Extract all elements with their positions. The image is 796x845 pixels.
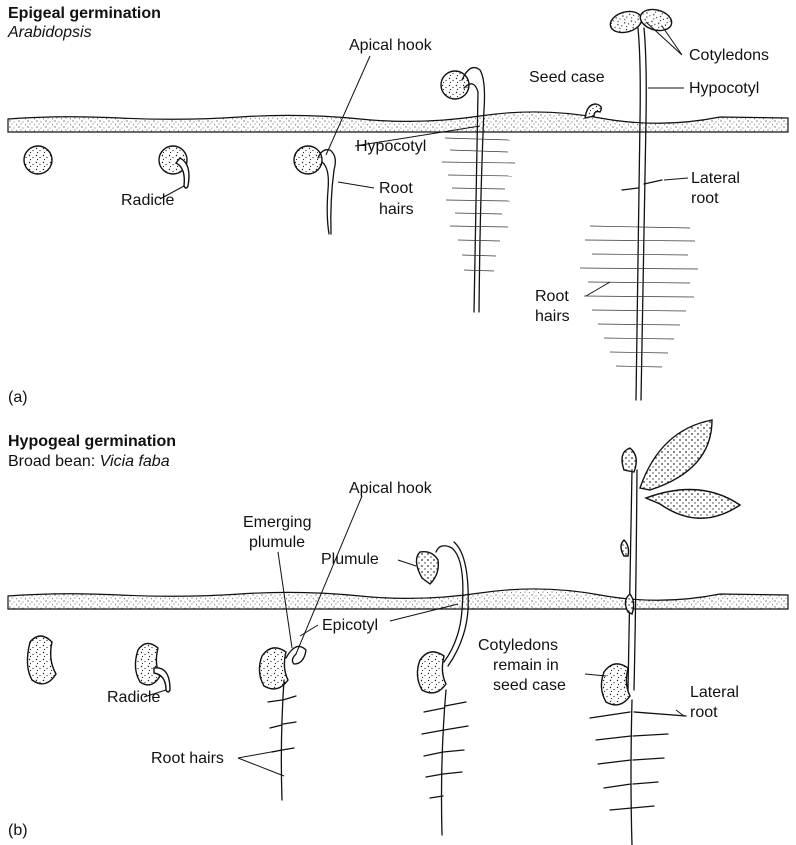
seedling-a5 bbox=[580, 6, 698, 400]
panel-b-letter: (b) bbox=[8, 822, 28, 839]
panel-b-title: Hypogeal germination bbox=[8, 433, 176, 450]
panel-b: Hypogeal germination Broad bean: Vicia f… bbox=[8, 420, 788, 845]
label-root-hairs-mid-1: Root bbox=[379, 180, 413, 197]
label-apical-hook-a: Apical hook bbox=[349, 37, 433, 54]
panel-b-subtitle: Broad bean: Vicia faba bbox=[8, 453, 170, 470]
label-root-hairs-right-1: Root bbox=[535, 288, 569, 305]
seedling-b4 bbox=[416, 542, 468, 835]
label-hypocotyl-mid: Hypocotyl bbox=[356, 138, 426, 155]
label-hypocotyl-right: Hypocotyl bbox=[689, 80, 759, 97]
soil-surface-a bbox=[8, 112, 788, 132]
label-root-hairs-b: Root hairs bbox=[151, 750, 224, 767]
leader-root-hairs-mid bbox=[338, 182, 374, 188]
panel-a-subtitle: Arabidopsis bbox=[7, 24, 92, 41]
label-epicotyl: Epicotyl bbox=[322, 617, 378, 634]
panel-b-subtitle-italic: Vicia faba bbox=[100, 453, 170, 470]
label-cotyledons-b-1: Cotyledons bbox=[478, 637, 558, 654]
label-cotyledons-b-2: remain in bbox=[493, 657, 559, 674]
label-radicle-b: Radicle bbox=[107, 689, 160, 706]
label-radicle-a: Radicle bbox=[121, 192, 174, 209]
leader-lateral-root bbox=[664, 178, 688, 180]
label-emerging-plumule-2: plumule bbox=[249, 534, 305, 551]
leader-root-hairs-right bbox=[586, 282, 610, 296]
leader-root-hairs-b bbox=[238, 750, 284, 776]
label-cotyledons-b-3: seed case bbox=[493, 677, 566, 694]
label-lateral-root-1: Lateral bbox=[691, 170, 740, 187]
label-root-hairs-right-2: hairs bbox=[535, 308, 570, 325]
label-plumule: Plumule bbox=[321, 551, 379, 568]
label-root-hairs-mid-2: hairs bbox=[379, 201, 414, 218]
seed-case-a bbox=[585, 104, 601, 118]
panel-b-subtitle-plain: Broad bean: bbox=[8, 453, 100, 470]
soil-surface-b bbox=[8, 589, 788, 609]
panel-a: Epigeal germination Arabidopsis bbox=[7, 5, 788, 406]
label-lateral-root-b-1: Lateral bbox=[690, 684, 739, 701]
seed-a1 bbox=[24, 146, 52, 174]
label-lateral-root-2: root bbox=[691, 190, 719, 207]
label-emerging-plumule-1: Emerging bbox=[243, 514, 311, 531]
label-lateral-root-b-2: root bbox=[690, 704, 718, 721]
label-seed-case: Seed case bbox=[529, 69, 605, 86]
panel-a-title: Epigeal germination bbox=[8, 5, 161, 22]
seedling-b2 bbox=[135, 643, 170, 692]
seedling-b3 bbox=[259, 646, 306, 800]
seedling-a2 bbox=[159, 146, 189, 188]
leader-plumule bbox=[398, 560, 416, 566]
seedling-b5 bbox=[590, 420, 740, 845]
label-cotyledons-a: Cotyledons bbox=[689, 47, 769, 64]
bean-b1 bbox=[27, 636, 56, 684]
label-apical-hook-b: Apical hook bbox=[349, 480, 433, 497]
seedling-a4 bbox=[441, 68, 515, 312]
panel-a-letter: (a) bbox=[8, 389, 28, 406]
seedling-a3 bbox=[294, 146, 335, 234]
